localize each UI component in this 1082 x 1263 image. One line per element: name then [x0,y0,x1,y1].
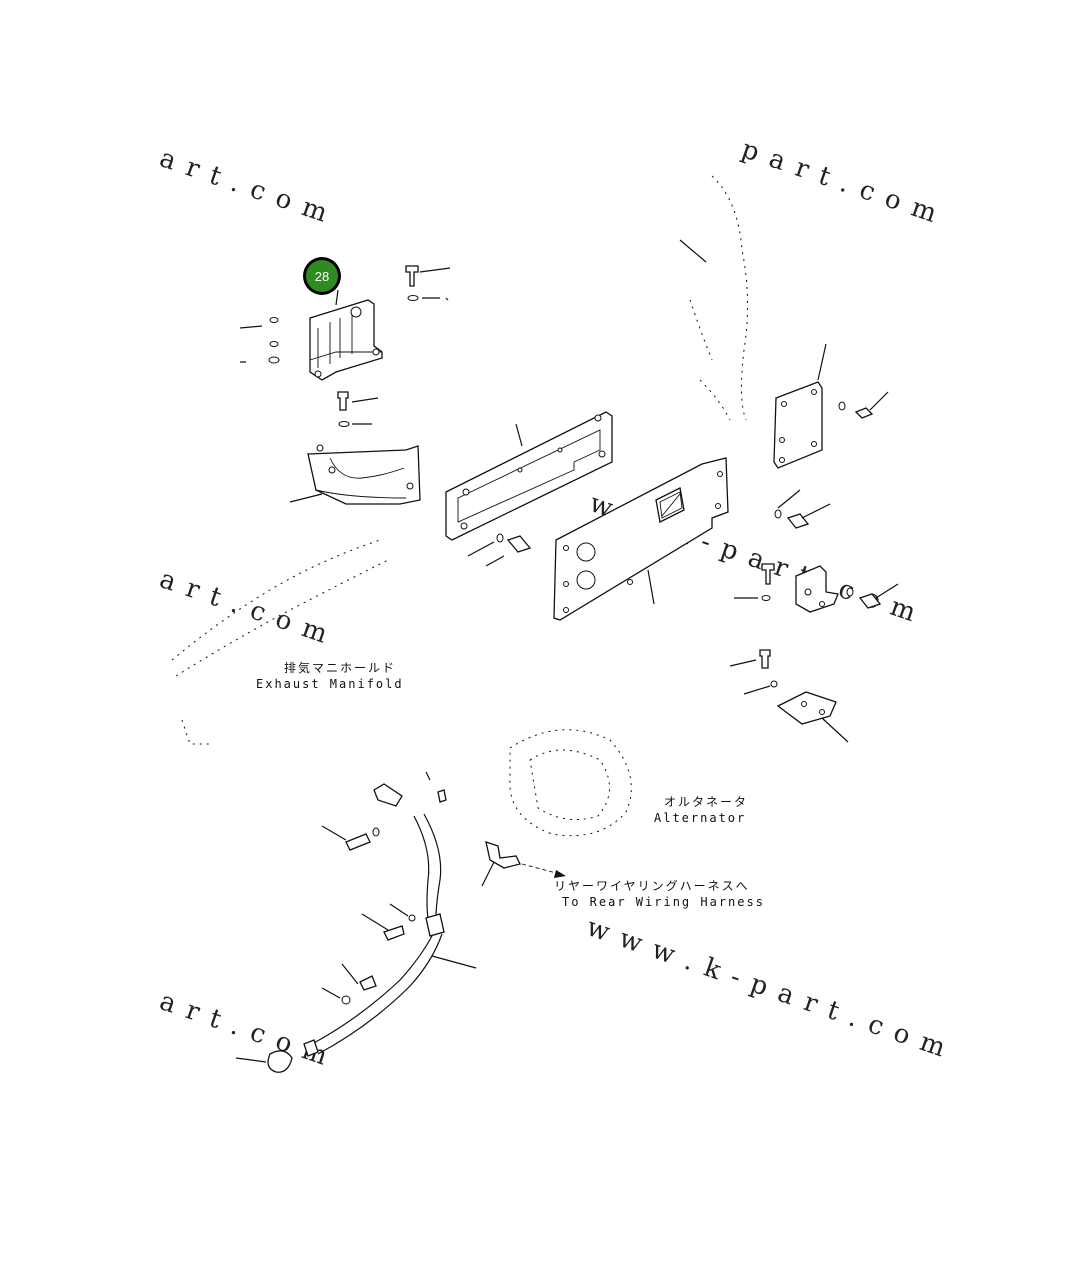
callout-badge-28[interactable]: 28 [303,257,341,295]
watermark-top-left: a r t . c o m [156,143,333,229]
large-cover-plate [553,457,729,621]
right-rectangular-plate [773,343,889,529]
bent-bracket-right [734,563,899,613]
label-harness-jp: リヤーワイヤリングハーネスへ [554,879,750,893]
label-alternator-jp: オルタネータ [664,795,748,809]
heat-shield-bracket [289,444,421,505]
small-bracket-bottom-right [729,649,849,743]
callout-number: 28 [315,269,329,284]
label-alternator-en: Alternator [654,811,746,825]
phantom-engine-outline [171,175,749,837]
bolt-group-center [467,533,532,567]
label-exhaust-manifold-jp: 排気マニホールド [284,660,396,675]
watermark-top-right: p a r t . c o m [738,134,943,229]
watermark-bottom-right: w w w . k - p a r t . c o m [583,912,951,1064]
long-slotted-plate [445,411,613,541]
bracket-part-28 [309,289,383,381]
label-harness-en: To Rear Wiring Harness [562,895,765,909]
bolt-washer-group-top [239,265,451,427]
watermark-mid-left: a r t . c o m [156,564,333,650]
label-exhaust-manifold-en: Exhaust Manifold [256,677,404,691]
callout-badge-fill [306,260,338,292]
wiring-harness [235,771,566,1073]
